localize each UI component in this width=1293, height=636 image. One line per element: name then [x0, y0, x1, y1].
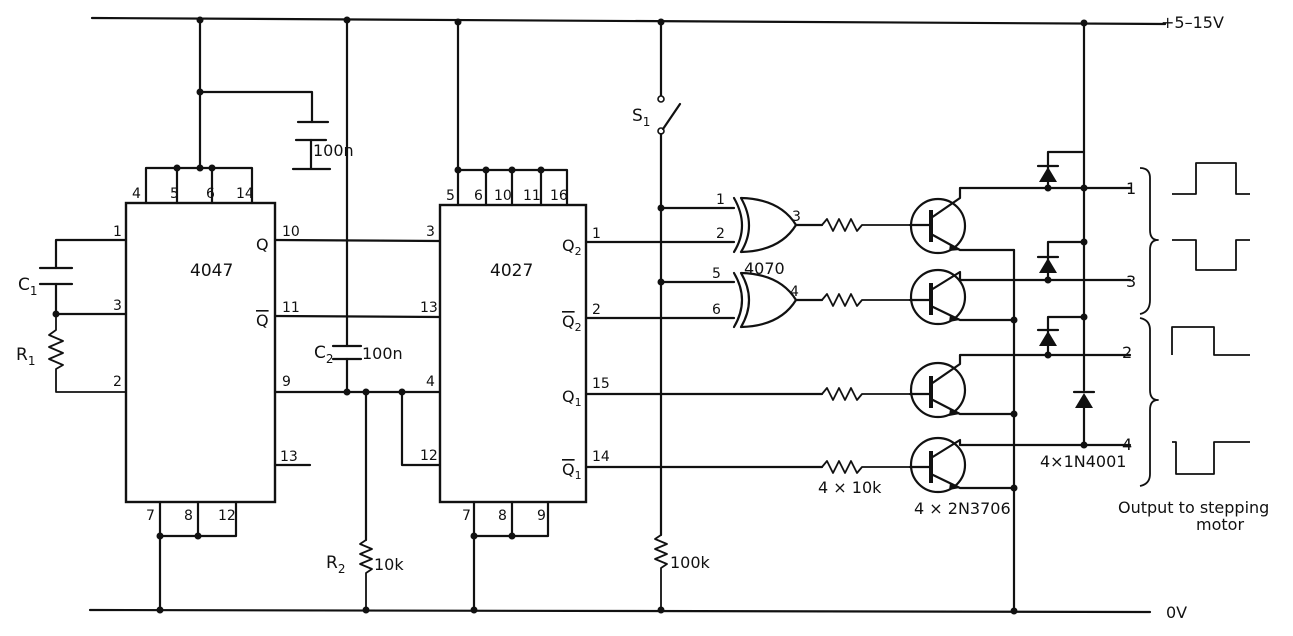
ic-4047-left-network — [38, 238, 128, 393]
ground-rail-label: 0V — [1166, 603, 1187, 622]
ic-4027 — [438, 203, 588, 504]
capacitor-c2 — [331, 16, 363, 396]
ic-4027-pin16: 16 — [550, 188, 568, 204]
supply-rail-label: +5–15V — [1161, 13, 1224, 32]
output-caption-line2: motor — [1196, 515, 1244, 534]
output-brackets — [1139, 167, 1159, 487]
base-resistor-2 — [821, 293, 910, 307]
ic-4047-pin7: 7 — [146, 508, 155, 524]
c2-label: C2 — [314, 343, 334, 366]
output-label-1: 1 — [1126, 179, 1136, 198]
ic-4027-pin4: 4 — [426, 374, 435, 390]
pull-down-resistor-value: 100k — [670, 553, 711, 572]
ic-4027-pin7: 7 — [462, 508, 471, 524]
resistor-r2 — [359, 388, 442, 614]
s1-label: S1 — [632, 106, 650, 129]
ground-rail — [88, 608, 1152, 614]
base-resistor-3 — [821, 387, 910, 401]
ic-4027-pin11: 11 — [523, 188, 541, 204]
ic-4047-right-pins — [273, 238, 442, 467]
ic-4047 — [124, 201, 277, 504]
output-label-2: 2 — [1122, 343, 1132, 362]
ic-4027-pin13: 13 — [420, 300, 438, 316]
ic-4027-pin1: 1 — [592, 226, 601, 242]
r2-value: 10k — [374, 555, 404, 574]
xor-gate-1 — [732, 196, 824, 254]
output-label-3: 3 — [1126, 272, 1136, 291]
xor2-input2-pin: 6 — [712, 302, 721, 318]
ic-4047-label: 4047 — [190, 261, 233, 281]
ic-4047-pin3: 3 — [113, 298, 122, 314]
ic-4047-top-pins — [144, 16, 254, 205]
supply-rail — [90, 16, 1167, 26]
ic-4027-label: 4027 — [490, 261, 533, 281]
ic-4027-pin5: 5 — [446, 188, 455, 204]
emitter-ground-bus — [1010, 248, 1018, 615]
transistor-1 — [908, 186, 1132, 255]
ic-4047-qbar-output: Q — [256, 311, 269, 330]
base-resistor-1 — [821, 218, 910, 232]
ic-4027-pin8: 8 — [498, 508, 507, 524]
xor2-input1-pin: 5 — [712, 266, 721, 282]
ic-4027-pin2: 2 — [592, 302, 601, 318]
diode-4 — [1072, 390, 1096, 408]
ic-4047-pin10: 10 — [282, 224, 300, 240]
ic-4027-right-pins — [584, 240, 824, 469]
ic-4027-q1-output: Q1 — [562, 387, 582, 409]
output-caption-line1: Output to stepping — [1118, 498, 1269, 517]
r2-label: R2 — [326, 553, 345, 576]
xor1-input2-pin: 2 — [716, 226, 725, 242]
transistor-2 — [908, 268, 1132, 326]
ic-4027-bottom-pins — [470, 500, 550, 614]
ic-4027-pin3: 3 — [426, 224, 435, 240]
diodes-note: 4×1N4001 — [1040, 452, 1126, 471]
ic-4027-pin10: 10 — [494, 188, 512, 204]
waveforms — [1171, 162, 1250, 475]
ic-4047-pin12: 12 — [218, 508, 236, 524]
ic-4027-pin14: 14 — [592, 449, 610, 465]
xor1-input1-pin: 1 — [716, 192, 725, 208]
transistor-3 — [908, 353, 1132, 419]
ic-4047-bottom-pins — [156, 500, 238, 614]
ic-4027-pin6: 6 — [474, 188, 483, 204]
ic-4047-pin5: 5 — [170, 186, 179, 202]
ic-4027-pin15: 15 — [592, 376, 610, 392]
diode-2 — [1036, 238, 1088, 284]
decoupling-capacitor — [196, 88, 332, 171]
ic-4047-q-output: Q — [256, 235, 269, 254]
decoupling-capacitor-value: 100n — [313, 141, 354, 160]
ic-4047-pin2: 2 — [113, 374, 122, 390]
ic-4047-pin9: 9 — [282, 374, 291, 390]
xor-chip-label: 4070 — [744, 259, 785, 278]
switch-s1 — [654, 18, 736, 614]
xor-gate-2 — [732, 271, 824, 329]
ic-4027-q2-output: Q2 — [562, 236, 582, 258]
ic-4027-q2bar-output: Q2 — [562, 312, 582, 334]
transistor-4 — [908, 436, 1132, 494]
ic-4047-pin1: 1 — [113, 224, 122, 240]
diode-3 — [1036, 313, 1088, 359]
xor2-output-pin: 4 — [790, 284, 799, 300]
base-resistor-4 — [821, 460, 910, 474]
ic-4047-pin8: 8 — [184, 508, 193, 524]
ic-4047-pin14: 14 — [236, 186, 254, 202]
ic-4027-pin9: 9 — [537, 508, 546, 524]
c2-value: 100n — [362, 344, 403, 363]
diode-bus — [1080, 19, 1088, 449]
c1-label: C1 — [18, 275, 38, 298]
base-resistors-note: 4 × 10k — [818, 478, 882, 497]
diode-1 — [1036, 150, 1088, 192]
ic-4027-pin12: 12 — [420, 448, 438, 464]
ic-4047-pin4: 4 — [132, 186, 141, 202]
r1-label: R1 — [16, 345, 35, 368]
ic-4027-q1bar-output: Q1 — [562, 460, 582, 482]
ic-4027-top-pins — [454, 18, 569, 207]
transistors-note: 4 × 2N3706 — [914, 499, 1011, 518]
ic-4047-pin13: 13 — [280, 449, 298, 465]
output-label-4: 4 — [1122, 435, 1132, 454]
ic-4047-pin11: 11 — [282, 300, 300, 316]
ic-4047-pin6: 6 — [206, 186, 215, 202]
xor1-output-pin: 3 — [792, 209, 801, 225]
